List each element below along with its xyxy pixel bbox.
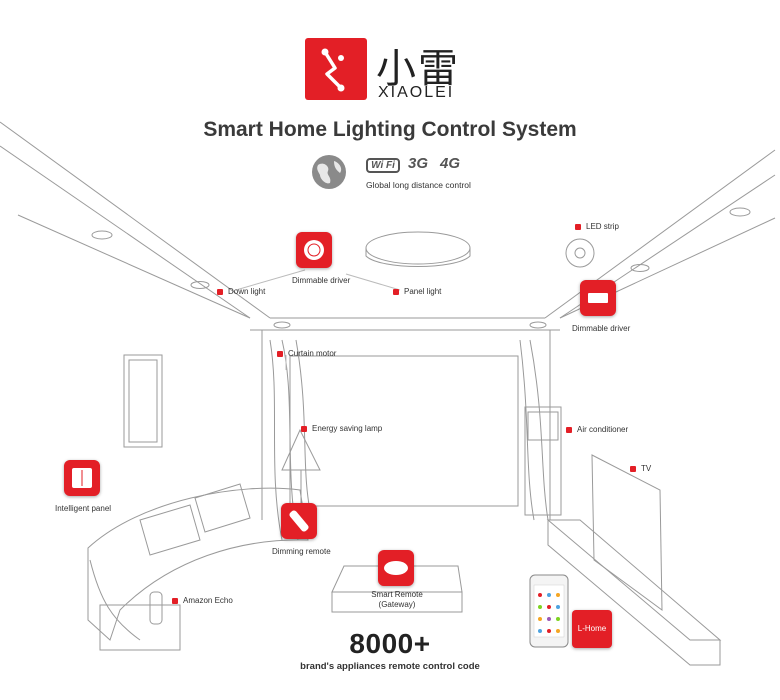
dimmable-driver-ceiling-device [296, 232, 332, 268]
brand-logo [305, 38, 367, 100]
dimming-remote-device [281, 503, 317, 539]
l-home-app-button[interactable]: L-Home [572, 610, 612, 648]
driver-icon [304, 240, 324, 260]
smart-remote-label-line2: (Gateway) [378, 600, 416, 609]
air-conditioner-label: Air conditioner [577, 425, 629, 434]
page-title: Smart Home Lighting Control System [203, 118, 577, 141]
dimmable-driver-right-label: Dimmable driver [572, 324, 631, 333]
connectivity-caption: Global long distance control [366, 180, 471, 190]
gateway-icon [384, 561, 408, 575]
curtain-motor-label: Curtain motor [288, 349, 337, 358]
amazon-echo-marker [172, 598, 178, 604]
down-light-label: Down light [228, 287, 266, 296]
down-light-marker [217, 289, 223, 295]
energy-saving-lamp-marker [301, 426, 307, 432]
remote-code-count: 8000+ [349, 628, 431, 659]
curtain-motor-marker [277, 351, 283, 357]
smart-remote-device [378, 550, 414, 586]
network-3g-badge: 3G [408, 155, 429, 172]
intelligent-panel-label: Intelligent panel [55, 504, 112, 513]
network-4g-badge: 4G [440, 155, 461, 172]
dimmable-driver-right-device [580, 280, 616, 316]
panel-light-label: Panel light [404, 287, 442, 296]
tv-marker [630, 466, 636, 472]
dimming-remote-label: Dimming remote [272, 547, 331, 556]
dimmable-driver-ceiling-label: Dimmable driver [292, 276, 351, 285]
remote-code-caption: brand's appliances remote control code [300, 661, 480, 672]
amazon-echo-label: Amazon Echo [183, 596, 233, 605]
lightning-icon [321, 48, 345, 92]
smart-remote-label-line1: Smart Remote [371, 590, 423, 599]
smart-remote-label: Smart Remote (Gateway) [354, 590, 440, 610]
tv-label: TV [641, 464, 652, 473]
air-conditioner-marker [566, 427, 572, 433]
led-strip-marker [575, 224, 581, 230]
energy-saving-lamp-label: Energy saving lamp [312, 424, 383, 433]
brand-name-cn: 小雷 [376, 46, 460, 92]
led-strip-label: LED strip [586, 222, 619, 231]
globe-icon [312, 155, 346, 189]
intelligent-panel-device [64, 460, 100, 496]
panel-light-marker [393, 289, 399, 295]
brand-name-en: XIAOLEI [378, 84, 455, 101]
driver-box-icon [588, 293, 608, 303]
switch-panel-icon [72, 468, 92, 488]
remote-icon [289, 510, 309, 532]
wifi-badge: Wi Fi [366, 158, 400, 173]
